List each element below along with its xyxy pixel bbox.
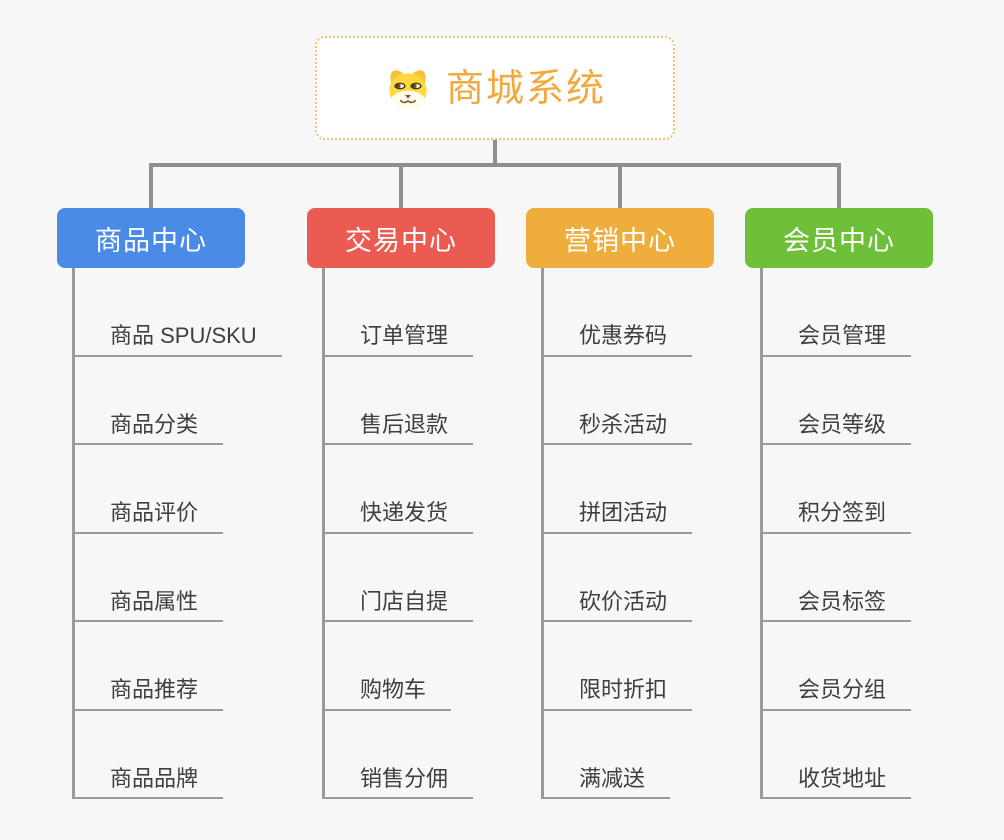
branch-member-center: 会员中心 会员管理 会员等级 积分签到 会员标签 会员分组 收货地址 bbox=[745, 208, 933, 799]
branch-trade-center: 交易中心 订单管理 售后退款 快递发货 门店自提 购物车 销售分佣 bbox=[307, 208, 495, 799]
leaf-node[interactable]: 积分签到 bbox=[763, 500, 912, 534]
branch-label: 交易中心 bbox=[345, 225, 457, 256]
leaf-node[interactable]: 商品评价 bbox=[75, 500, 224, 534]
leaf-node[interactable]: 收货地址 bbox=[763, 766, 912, 799]
branch-node-member-center[interactable]: 会员中心 bbox=[745, 208, 933, 268]
leaf-node[interactable]: 订单管理 bbox=[325, 323, 474, 357]
branch-node-product-center[interactable]: 商品中心 bbox=[57, 208, 245, 268]
connector-drop-member bbox=[837, 165, 841, 208]
branch-label: 会员中心 bbox=[783, 225, 895, 256]
leaf-node[interactable]: 商品品牌 bbox=[75, 766, 224, 799]
leaf-node[interactable]: 拼团活动 bbox=[544, 500, 693, 534]
leaf-node[interactable]: 商品 SPU/SKU bbox=[75, 323, 282, 357]
connector-root-stub bbox=[493, 140, 497, 164]
leaf-node[interactable]: 商品属性 bbox=[75, 589, 224, 622]
leaf-tree-member: 会员管理 会员等级 积分签到 会员标签 会员分组 收货地址 bbox=[760, 268, 933, 799]
branch-node-trade-center[interactable]: 交易中心 bbox=[307, 208, 495, 268]
leaf-node[interactable]: 会员管理 bbox=[763, 323, 912, 357]
leaf-node[interactable]: 满减送 bbox=[544, 766, 671, 799]
leaf-node[interactable]: 门店自提 bbox=[325, 589, 474, 622]
connector-drop-product bbox=[149, 165, 153, 208]
connector-horizontal bbox=[149, 163, 841, 167]
leaf-tree-trade: 订单管理 售后退款 快递发货 门店自提 购物车 销售分佣 bbox=[322, 268, 495, 799]
leaf-node[interactable]: 秒杀活动 bbox=[544, 412, 693, 445]
dog-face-icon bbox=[384, 64, 432, 112]
leaf-node[interactable]: 砍价活动 bbox=[544, 589, 693, 622]
leaf-node[interactable]: 会员等级 bbox=[763, 412, 912, 445]
leaf-node[interactable]: 优惠券码 bbox=[544, 323, 693, 357]
leaf-node[interactable]: 销售分佣 bbox=[325, 766, 474, 799]
leaf-node[interactable]: 限时折扣 bbox=[544, 677, 693, 711]
leaf-node[interactable]: 购物车 bbox=[325, 677, 452, 711]
branch-marketing-center: 营销中心 优惠券码 秒杀活动 拼团活动 砍价活动 限时折扣 满减送 bbox=[526, 208, 714, 799]
leaf-node[interactable]: 会员标签 bbox=[763, 589, 912, 622]
branch-label: 商品中心 bbox=[95, 225, 207, 256]
root-node[interactable]: 商城系统 bbox=[315, 36, 675, 140]
root-title: 商城系统 bbox=[445, 68, 606, 110]
connector-drop-marketing bbox=[618, 165, 622, 208]
connector-drop-trade bbox=[399, 165, 403, 208]
leaf-node[interactable]: 快递发货 bbox=[325, 500, 474, 534]
leaf-node[interactable]: 商品推荐 bbox=[75, 677, 224, 711]
leaf-tree-marketing: 优惠券码 秒杀活动 拼团活动 砍价活动 限时折扣 满减送 bbox=[541, 268, 714, 799]
branch-label: 营销中心 bbox=[564, 225, 676, 256]
branch-product-center: 商品中心 商品 SPU/SKU 商品分类 商品评价 商品属性 商品推荐 商品品牌 bbox=[57, 208, 282, 799]
leaf-node[interactable]: 会员分组 bbox=[763, 677, 912, 711]
leaf-node[interactable]: 商品分类 bbox=[75, 412, 224, 445]
branch-node-marketing-center[interactable]: 营销中心 bbox=[526, 208, 714, 268]
leaf-tree-product: 商品 SPU/SKU 商品分类 商品评价 商品属性 商品推荐 商品品牌 bbox=[72, 268, 282, 799]
leaf-node[interactable]: 售后退款 bbox=[325, 412, 474, 445]
